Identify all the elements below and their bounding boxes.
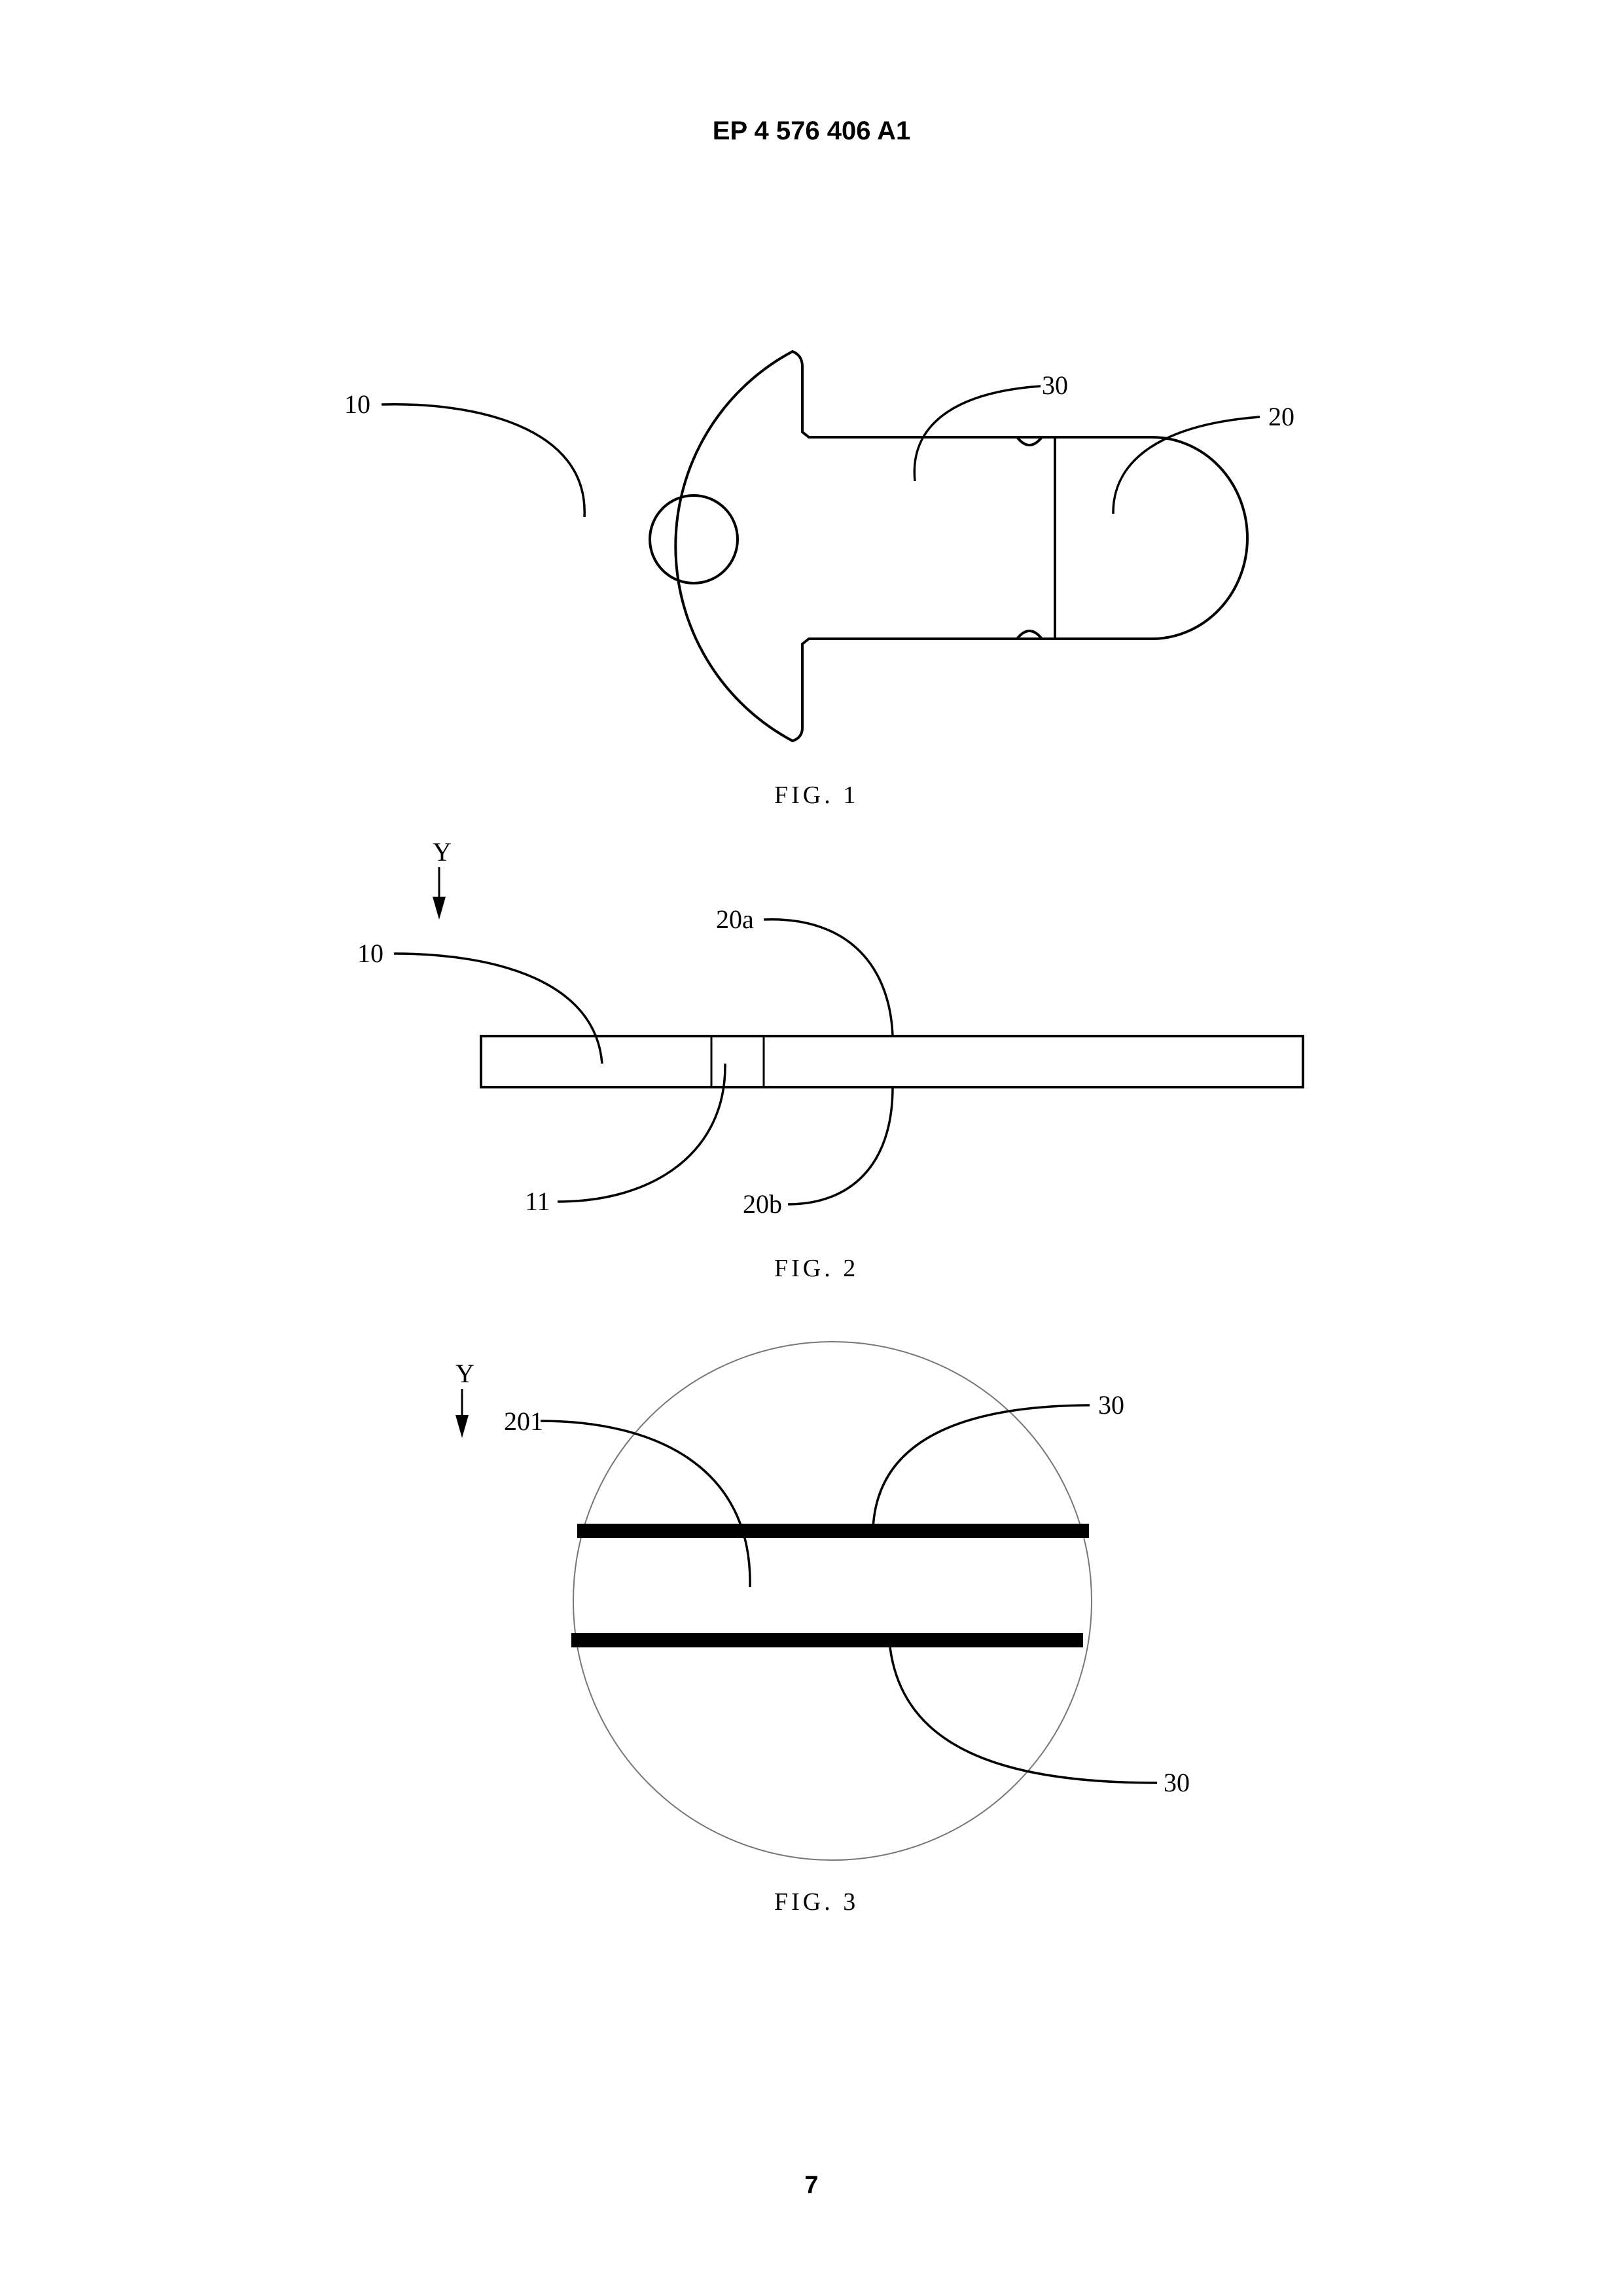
fig2-label-20b: 20b — [743, 1189, 782, 1219]
fig3-caption: FIG. 3 — [774, 1888, 859, 1916]
fig2-leader-20a — [764, 920, 893, 1036]
fig1-leader-30 — [914, 386, 1041, 481]
fig2-label-10: 10 — [357, 939, 383, 968]
fig2-direction-label: Y — [433, 837, 452, 867]
fig2-label-20a: 20a — [716, 905, 754, 934]
fig1-label-30: 30 — [1042, 370, 1068, 400]
fig3-leader-30-top — [873, 1405, 1090, 1529]
fig3-leader-30-bottom — [890, 1647, 1157, 1783]
fig1-leader-10 — [382, 404, 584, 517]
page-number: 7 — [0, 2172, 1623, 2200]
fig1-outline — [675, 351, 1247, 741]
figure-1: 10 30 20 FIG. 1 — [344, 351, 1294, 809]
fig1-center-hole — [650, 495, 738, 583]
fig3-label-30-top: 30 — [1098, 1390, 1124, 1420]
fig3-label-30-bottom: 30 — [1164, 1768, 1190, 1797]
fig2-leader-10 — [394, 954, 602, 1064]
fig3-label-201: 201 — [504, 1407, 543, 1436]
figure-2: Y 10 20a 11 20b FIG. 2 — [357, 837, 1303, 1282]
fig2-caption: FIG. 2 — [774, 1255, 859, 1282]
fig2-leader-20b — [788, 1087, 893, 1204]
fig1-label-10: 10 — [344, 389, 370, 419]
fig1-label-20: 20 — [1268, 402, 1294, 431]
fig2-label-11: 11 — [525, 1187, 550, 1216]
fig2-strip — [481, 1036, 1303, 1087]
fig3-direction-label: Y — [455, 1359, 474, 1388]
fig3-detail-circle — [573, 1342, 1092, 1860]
fig2-direction-arrow-head — [433, 897, 446, 920]
fig3-layer-30-top — [577, 1524, 1089, 1538]
fig2-leader-11 — [558, 1064, 725, 1202]
fig3-layer-30-bottom — [571, 1633, 1083, 1647]
fig1-caption: FIG. 1 — [774, 781, 859, 809]
figure-3: Y 201 30 30 FIG. 3 — [455, 1342, 1190, 1916]
fig3-leader-201 — [541, 1421, 750, 1587]
fig1-leader-20 — [1113, 417, 1260, 514]
fig3-direction-arrow-head — [455, 1415, 469, 1438]
